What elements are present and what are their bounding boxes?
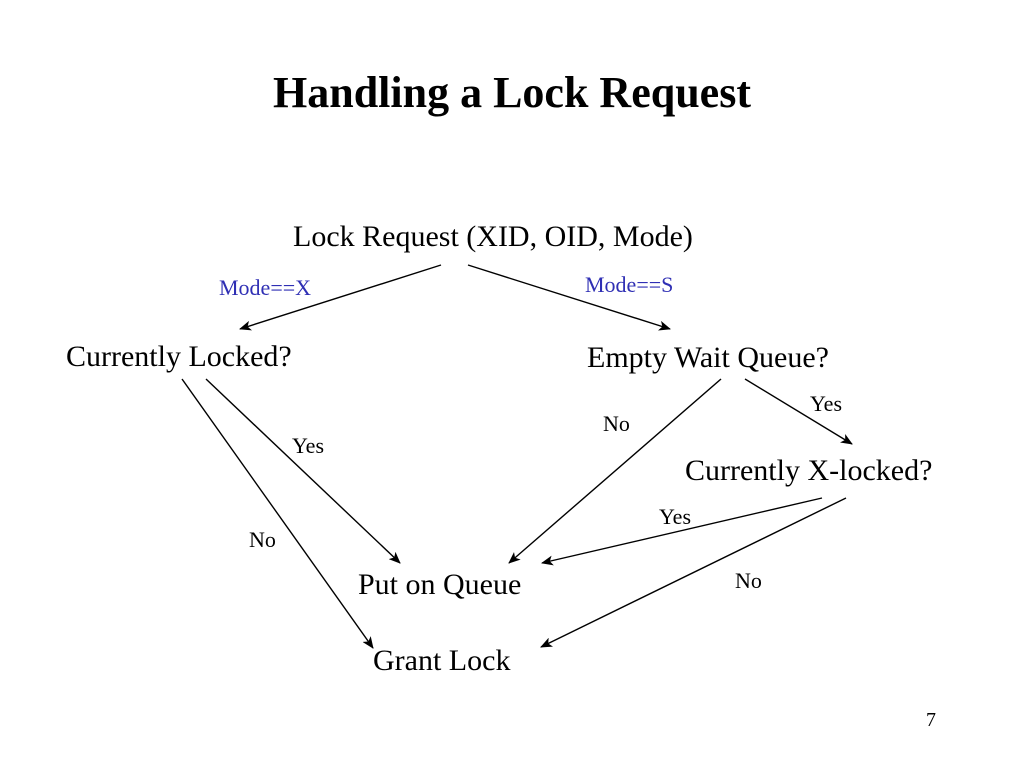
arrow-locked-no-to-grant	[181, 378, 374, 649]
arrow-xlocked-no-to-grant	[540, 497, 847, 648]
label-waitqueue-yes: Yes	[810, 391, 843, 416]
arrow-request-to-waitqueue	[467, 264, 671, 331]
label-xlocked-no: No	[735, 568, 762, 593]
node-grant-lock: Grant Lock	[373, 644, 511, 677]
label-mode-x: Mode==X	[219, 275, 312, 300]
label-xlocked-yes: Yes	[659, 504, 692, 529]
node-empty-wait-queue: Empty Wait Queue?	[587, 341, 829, 374]
slide-title: Handling a Lock Request	[273, 68, 751, 117]
label-locked-yes: Yes	[292, 433, 325, 458]
arrow-waitqueue-yes-to-xlocked	[744, 378, 853, 445]
arrow-request-to-locked	[239, 264, 442, 331]
node-currently-x-locked: Currently X-locked?	[685, 454, 933, 487]
label-locked-no: No	[249, 527, 276, 552]
arrow-locked-yes-to-queue	[205, 378, 401, 564]
node-put-on-queue: Put on Queue	[358, 568, 522, 601]
label-mode-s: Mode==S	[585, 272, 674, 297]
node-currently-locked: Currently Locked?	[66, 340, 292, 373]
node-lock-request: Lock Request (XID, OID, Mode)	[293, 220, 693, 253]
page-number: 7	[926, 709, 936, 731]
label-waitqueue-no: No	[603, 411, 630, 436]
arrow-waitqueue-no-to-queue	[508, 378, 722, 564]
arrow-xlocked-yes-to-queue	[541, 497, 823, 566]
